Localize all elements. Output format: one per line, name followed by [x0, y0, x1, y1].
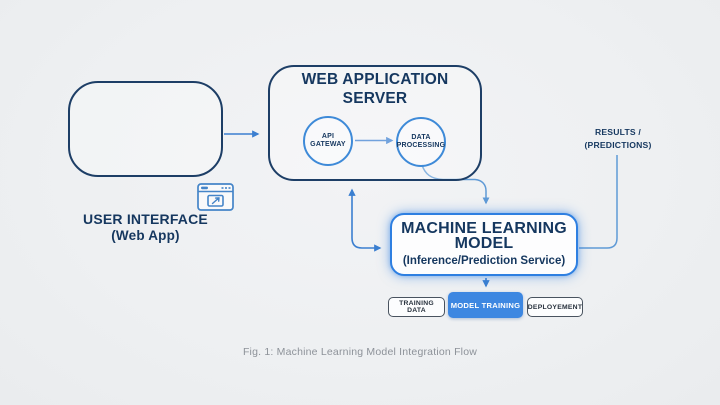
web-application-server-node: [268, 65, 482, 181]
web-application-server-title: WEB APPLICATION SERVER: [268, 71, 482, 108]
ml-model-subtitle: (Inference/Prediction Service): [402, 255, 566, 267]
data-processing-label-line2: PROCESSING: [396, 142, 446, 149]
results-label-line2: (PREDICTIONS): [584, 139, 652, 150]
user-interface-node: USER INTERFACE (Web App): [68, 81, 234, 243]
results-predictions-label: RESULTS / (PREDICTIONS): [580, 126, 656, 151]
api-gateway-label-line1: API: [321, 132, 335, 140]
data-processing-label-line1: DATA: [411, 133, 431, 141]
ml-model-title-line2: MODEL: [454, 234, 514, 252]
results-label-line1: RESULTS /: [594, 127, 642, 137]
server-title-line1: WEB APPLICATION: [301, 71, 449, 88]
user-interface-subtitle: (Web App): [111, 228, 180, 243]
api-gateway-node: API GATEWAY: [303, 116, 353, 166]
server-title-line2: SERVER: [342, 89, 408, 107]
arrow-server-ml-bidirectional: [348, 188, 382, 252]
user-interface-title: USER INTERFACE: [83, 211, 208, 227]
browser-window-icon: [197, 183, 234, 211]
machine-learning-model-node: MACHINE LEARNING MODEL (Inference/Predic…: [390, 213, 578, 276]
api-gateway-label-line2: GATEWAY: [310, 141, 346, 148]
ml-model-title-line1: MACHINE LEARNING: [401, 220, 567, 237]
data-processing-node: DATA PROCESSING: [396, 117, 446, 167]
figure-caption: Fig. 1: Machine Learning Model Integrati…: [242, 346, 478, 358]
ml-model-title: MACHINE LEARNING MODEL: [401, 220, 567, 252]
model-training-node: MODEL TRAINING: [448, 292, 523, 318]
training-data-node: TRAINING DATA: [388, 297, 445, 317]
line-ml-model-to-results: [579, 155, 618, 249]
deployment-node: DEPLOYEMENT: [527, 297, 583, 317]
